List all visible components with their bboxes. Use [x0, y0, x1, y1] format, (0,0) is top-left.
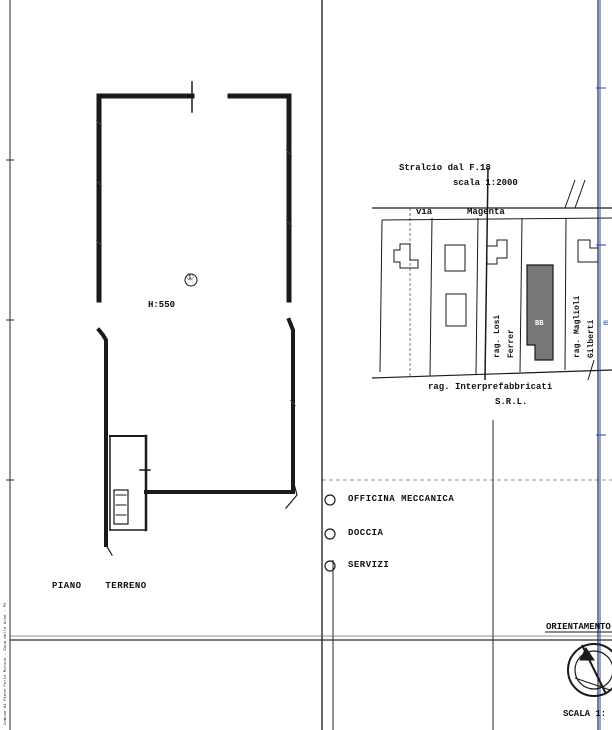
wall-hatch — [95, 119, 297, 407]
owner-right-label: rag. Maglioli — [573, 295, 582, 358]
street-word-magenta: Magenta — [467, 207, 505, 217]
street-word-via: via — [416, 207, 433, 217]
room-number: ① — [186, 273, 195, 283]
margin-note: Comune di Pieve Porto Morone - Zona dell… — [4, 602, 8, 725]
company-label-2: S.R.L. — [495, 397, 528, 407]
legend-item-2: DOCCIA — [348, 528, 384, 538]
owner-left-label-2: Ferrer — [507, 329, 516, 358]
parcel-bb-label: BB — [535, 320, 544, 328]
border-ticks — [6, 159, 14, 481]
excerpt-scale: scala 1:2000 — [453, 178, 518, 188]
blue-dimension — [596, 0, 606, 730]
legend-item-1: OFFICINA MECCANICA — [348, 494, 455, 504]
blue-dimension-label: m — [602, 320, 611, 325]
floor-label: PIANO TERRENO — [52, 581, 147, 591]
scale-label: SCALA 1: — [563, 709, 607, 719]
owner-left-label: rag. Losi — [493, 314, 502, 358]
cadastral-map — [371, 167, 612, 381]
north-arrow — [567, 643, 612, 697]
excerpt-title: Stralcio dal F.18 — [399, 163, 491, 173]
orientation-label: ORIENTAMENTO — [546, 622, 611, 632]
legend-markers — [324, 494, 336, 572]
sheet-grid — [9, 0, 612, 730]
company-label: rag. Interprefabbricati — [428, 382, 553, 392]
room-number-circle — [184, 273, 198, 287]
height-label: H:550 — [148, 300, 176, 310]
legend-item-3: SERVIZI — [348, 560, 390, 570]
building-walls — [96, 81, 298, 556]
owner-right-label-2: Gilberti — [587, 319, 596, 358]
